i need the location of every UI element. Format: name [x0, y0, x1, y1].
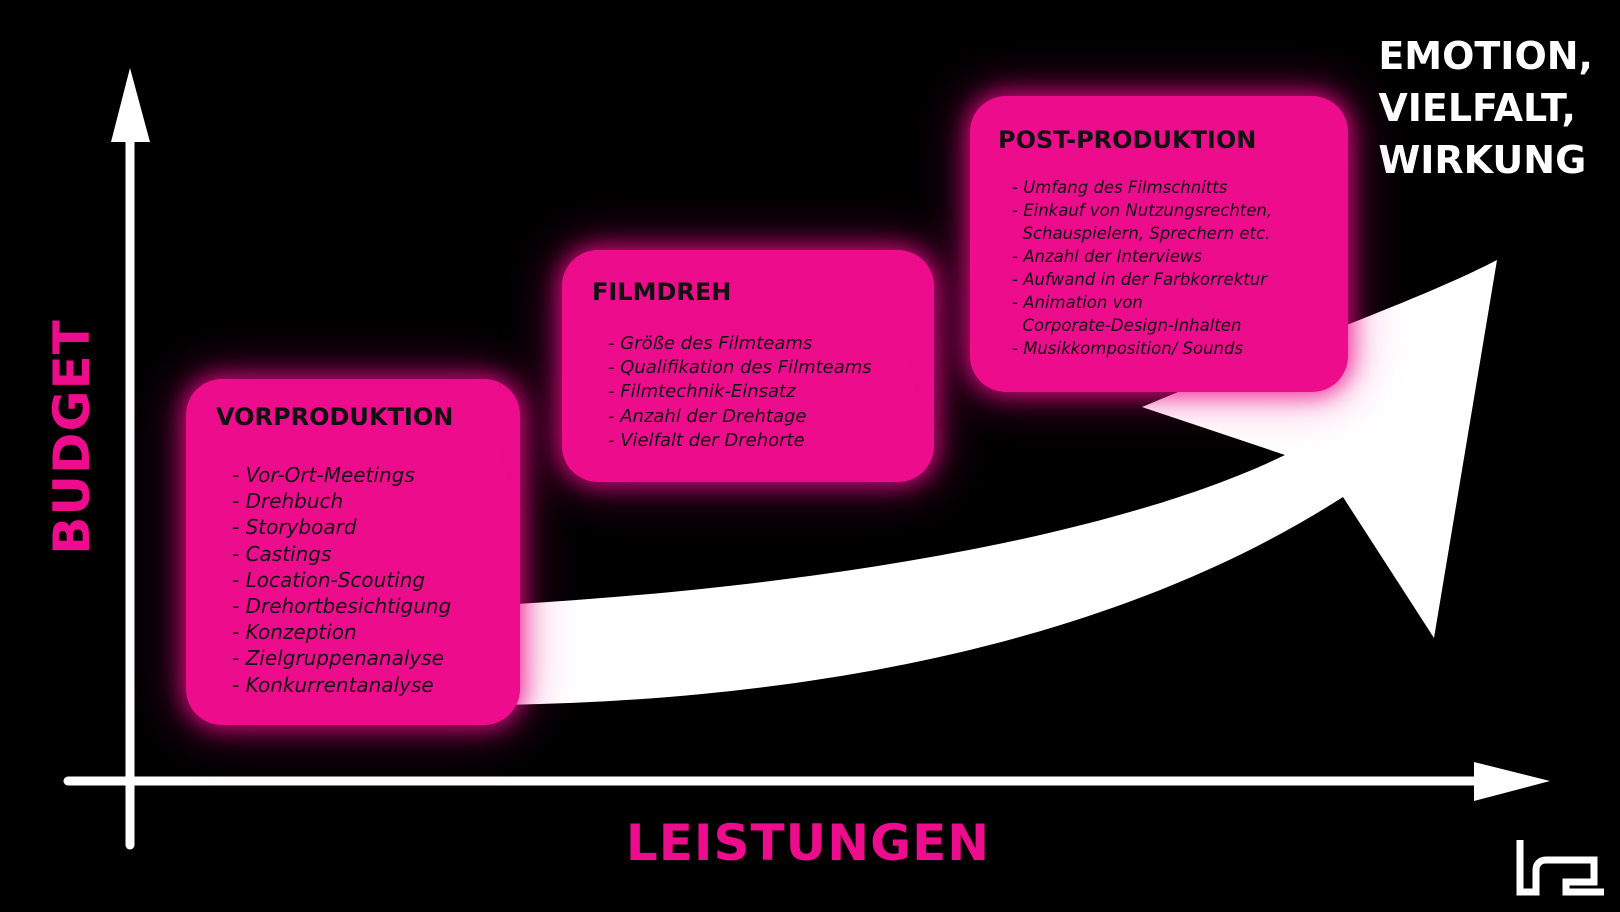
stage-box-filmdreh: FILMDREH - Größe des Filmteams - Qualifi…: [562, 250, 934, 482]
headline-line-2: VIELFALT,: [1378, 86, 1576, 130]
list-item: - Konzeption: [232, 620, 357, 645]
list-item: - Größe des Filmteams: [608, 333, 813, 354]
list-item: - Vor-Ort-Meetings: [232, 463, 415, 487]
list-item: - Einkauf von Nutzungsrechten,: [1012, 201, 1273, 220]
list-item: - Castings: [232, 541, 332, 566]
list-item: - Filmtechnik-Einsatz: [608, 381, 796, 403]
stage-box-vorproduktion: VORPRODUKTION - Vor-Ort-Meetings - Drehb…: [186, 379, 520, 725]
list-item: - Umfang des Filmschnitts: [1012, 178, 1228, 197]
brand-logo-icon: [1516, 840, 1604, 896]
list-item: - Drehortbesichtigung: [232, 594, 452, 619]
list-item: - Drehbuch: [232, 489, 344, 514]
list-item: - Anzahl der Drehtage: [608, 405, 807, 427]
y-axis-label: BUDGET: [43, 319, 101, 555]
list-item: Corporate-Design-Inhalten: [1012, 316, 1242, 335]
list-item: - Anzahl der Interviews: [1012, 247, 1202, 266]
stage-box-postproduktion: POST-PRODUKTION - Umfang des Filmschnitt…: [970, 96, 1348, 392]
x-axis-arrowhead: [1474, 762, 1550, 801]
headline-line-1: EMOTION,: [1378, 34, 1593, 78]
headline-line-3: WIRKUNG: [1378, 138, 1587, 182]
list-item: - Konkurrentanalyse: [232, 672, 434, 697]
list-item: - Zielgruppenanalyse: [232, 646, 444, 671]
x-axis-label: LEISTUNGEN: [625, 814, 991, 872]
stage-title: VORPRODUKTION: [216, 403, 454, 431]
list-item: - Aufwand in der Farbkorrektur: [1012, 270, 1267, 289]
list-item: - Storyboard: [232, 515, 357, 540]
list-item: Schauspielern, Sprechern etc.: [1012, 224, 1271, 243]
y-axis-arrowhead: [111, 68, 150, 142]
stage-list: - Größe des Filmteams - Qualifikation de…: [608, 332, 872, 453]
list-item: - Animation von: [1012, 293, 1143, 312]
list-item: - Vielfalt der Drehorte: [608, 429, 805, 451]
list-item: - Musikkomposition/ Sounds: [1012, 339, 1244, 358]
stage-list: - Umfang des Filmschnitts - Einkauf von …: [1012, 176, 1272, 360]
stage-list: - Vor-Ort-Meetings - Drehbuch - Storyboa…: [232, 462, 451, 698]
list-item: - Location-Scouting: [232, 567, 426, 592]
stage-title: POST-PRODUKTION: [998, 126, 1257, 154]
headline: EMOTION, VIELFALT, WIRKUNG: [1378, 30, 1593, 186]
list-item: - Qualifikation des Filmteams: [608, 357, 872, 379]
stage-title: FILMDREH: [592, 278, 732, 306]
